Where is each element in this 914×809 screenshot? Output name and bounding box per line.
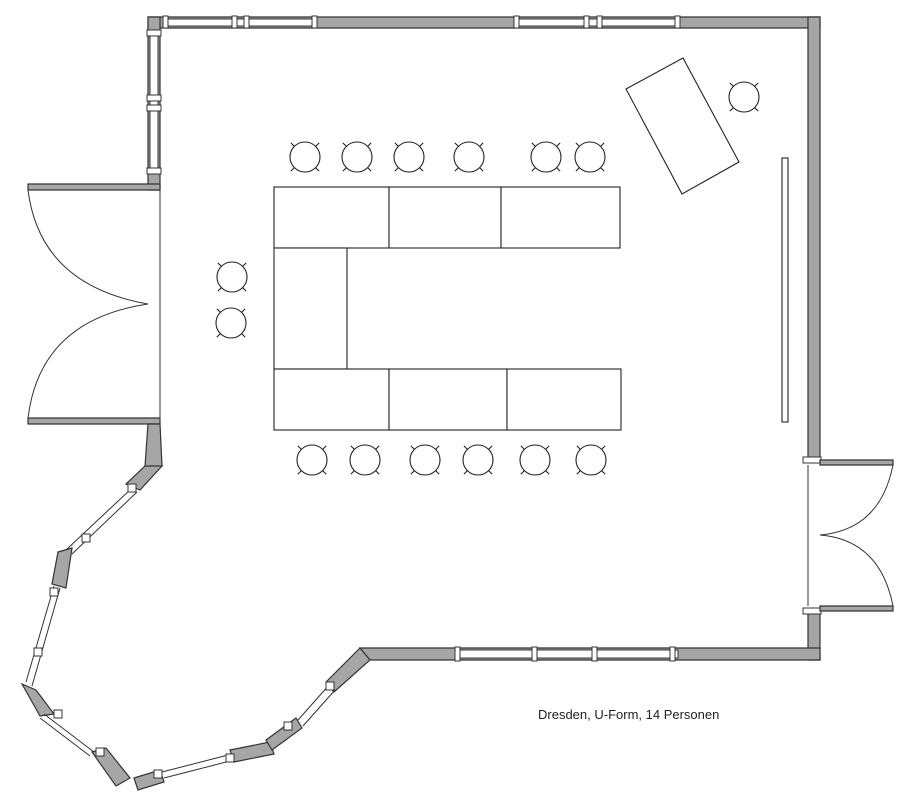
wall-left-step-bottom bbox=[27, 417, 161, 425]
bay-windows bbox=[25, 483, 336, 779]
right-door-jamb-bottom bbox=[802, 607, 822, 615]
wall-bay-6 bbox=[229, 741, 275, 763]
wall-right bbox=[807, 16, 821, 461]
window-top-1 bbox=[165, 18, 317, 27]
table bbox=[506, 368, 622, 431]
chair bbox=[393, 141, 425, 173]
table bbox=[273, 368, 390, 431]
table bbox=[388, 368, 508, 431]
chair bbox=[409, 444, 441, 476]
wall-left-step-top bbox=[27, 183, 161, 191]
tables-u-form bbox=[273, 186, 622, 431]
chairs bbox=[215, 81, 760, 476]
chair bbox=[530, 141, 562, 173]
right-door-jamb-top bbox=[802, 456, 822, 464]
wall-left-lower bbox=[144, 423, 163, 469]
wall-right-step-bottom bbox=[819, 605, 894, 612]
whiteboard bbox=[781, 157, 789, 423]
chair bbox=[728, 81, 760, 113]
chair bbox=[574, 141, 606, 173]
table bbox=[500, 186, 621, 249]
chair bbox=[215, 307, 247, 339]
door-left bbox=[27, 189, 161, 419]
table bbox=[273, 247, 348, 370]
table bbox=[388, 186, 502, 249]
chair bbox=[462, 444, 494, 476]
wall-right-step-top bbox=[819, 459, 894, 466]
chair bbox=[216, 261, 248, 293]
door-right bbox=[807, 464, 894, 607]
chair bbox=[289, 141, 321, 173]
chair bbox=[349, 444, 381, 476]
wall-bay-3 bbox=[20, 682, 56, 717]
window-bottom bbox=[457, 649, 679, 659]
wall-bay-2 bbox=[51, 547, 73, 589]
window-mullions-left bbox=[146, 29, 162, 175]
table bbox=[273, 186, 390, 249]
chair bbox=[575, 444, 607, 476]
plan-caption: Dresden, U-Form, 14 Personen bbox=[538, 707, 720, 722]
chair bbox=[341, 141, 373, 173]
window-mullions-top bbox=[162, 15, 681, 29]
walls bbox=[20, 15, 894, 791]
presenter-table bbox=[625, 57, 740, 195]
window-left-upper bbox=[149, 33, 159, 175]
window-mullions-bottom bbox=[454, 646, 676, 662]
chair bbox=[296, 444, 328, 476]
chair bbox=[453, 141, 485, 173]
chair bbox=[519, 444, 551, 476]
